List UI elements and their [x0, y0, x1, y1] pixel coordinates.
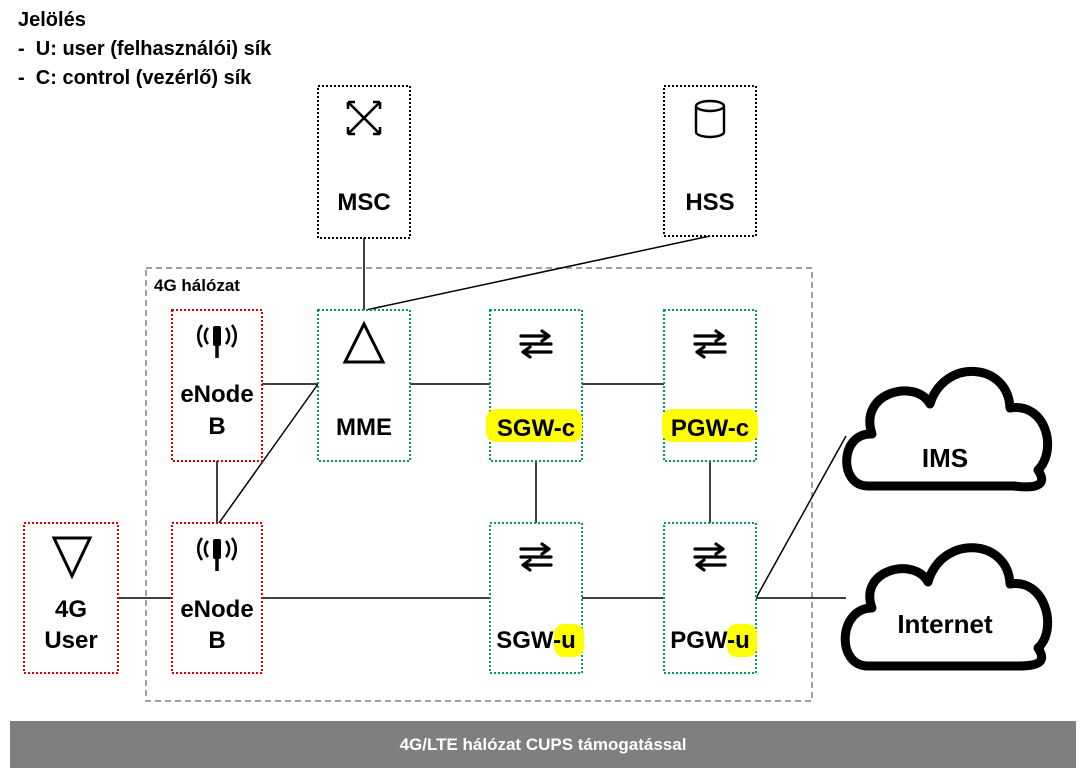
footer-caption: 4G/LTE hálózat CUPS támogatással	[10, 721, 1076, 768]
legend-title: Jelölés	[18, 9, 86, 31]
pgw-u-label: PGW-u	[670, 627, 750, 654]
router-arrows-icon	[519, 542, 553, 572]
network-diagram: 4G hálózat MSC HSS	[23, 85, 1053, 702]
user-label-line2: User	[44, 627, 97, 654]
sgw-u-label-suffix: u	[561, 627, 576, 654]
msc-label: MSC	[337, 189, 390, 216]
sgw-c-node: SGW-c	[486, 309, 583, 462]
legend-item-user-plane: U: user (felhasználói) sík	[18, 35, 272, 64]
hss-node: HSS	[663, 85, 757, 237]
link-hss-mme	[365, 235, 711, 311]
connection-lines	[118, 235, 847, 599]
user-label-line1: 4G	[55, 596, 87, 623]
internet-cloud: Internet	[840, 543, 1053, 671]
ims-label: IMS	[922, 443, 968, 473]
pgw-c-label: PGW-c	[671, 415, 749, 442]
legend-item-control-plane: C: control (vezérlő) sík	[18, 64, 271, 93]
network-region-label: 4G hálózat	[154, 276, 240, 295]
enodeb-bottom-label-line2: B	[208, 627, 225, 654]
down-triangle-icon	[51, 536, 93, 580]
sgw-u-node: SGW-u	[489, 522, 584, 674]
sgw-u-highlight	[554, 624, 584, 657]
network-region-frame	[145, 267, 813, 702]
router-arrows-icon	[693, 542, 727, 572]
link-pgw-u-ims	[755, 435, 847, 599]
user-node: 4G User	[23, 522, 119, 674]
msc-node: MSC	[317, 85, 411, 239]
switch-icon	[346, 100, 382, 136]
pgw-c-highlight	[662, 409, 758, 442]
router-arrows-icon	[693, 329, 727, 359]
pgw-u-label-prefix: PGW-	[670, 627, 735, 654]
mme-frame	[317, 309, 411, 462]
pgw-u-highlight	[727, 624, 757, 657]
sgw-c-label-suffix: c	[562, 415, 575, 442]
sgw-c-label: SGW-c	[497, 415, 575, 442]
enodeb-top-label-line2: B	[208, 413, 225, 440]
mme-node: MME	[317, 309, 411, 462]
sgw-c-label-prefix: SGW-	[497, 415, 562, 442]
cloud-icon	[840, 543, 1053, 671]
enodeb-top-node: eNode B	[171, 309, 263, 462]
legend: Jelölés U: user (felhasználói) sík C: co…	[18, 6, 271, 93]
sgw-c-highlight	[486, 409, 582, 442]
internet-label: Internet	[897, 609, 993, 639]
pgw-u-label-suffix: u	[735, 627, 750, 654]
router-arrows-icon	[519, 329, 553, 359]
pgw-c-label-prefix: PGW-	[671, 415, 736, 442]
database-icon	[694, 99, 726, 139]
msc-frame	[317, 85, 411, 239]
sgw-u-label: SGW-u	[496, 627, 576, 654]
cloud-icon	[842, 366, 1053, 492]
pgw-c-label-suffix: c	[736, 415, 749, 442]
enodeb-bottom-node: eNode B	[171, 522, 263, 674]
hss-label: HSS	[685, 189, 734, 216]
pgw-c-node: PGW-c	[662, 309, 758, 462]
legend-list: U: user (felhasználói) sík C: control (v…	[18, 35, 272, 93]
link-enodeb-bottom-mme	[218, 383, 319, 524]
user-frame	[23, 522, 119, 674]
enodeb-bottom-label-line1: eNode	[180, 596, 253, 623]
enodeb-top-label-line1: eNode	[180, 381, 253, 408]
mme-label: MME	[336, 414, 392, 441]
ims-cloud: IMS	[842, 366, 1053, 492]
pgw-u-node: PGW-u	[663, 522, 757, 674]
triangle-icon	[342, 320, 386, 364]
sgw-u-label-prefix: SGW-	[496, 627, 561, 654]
